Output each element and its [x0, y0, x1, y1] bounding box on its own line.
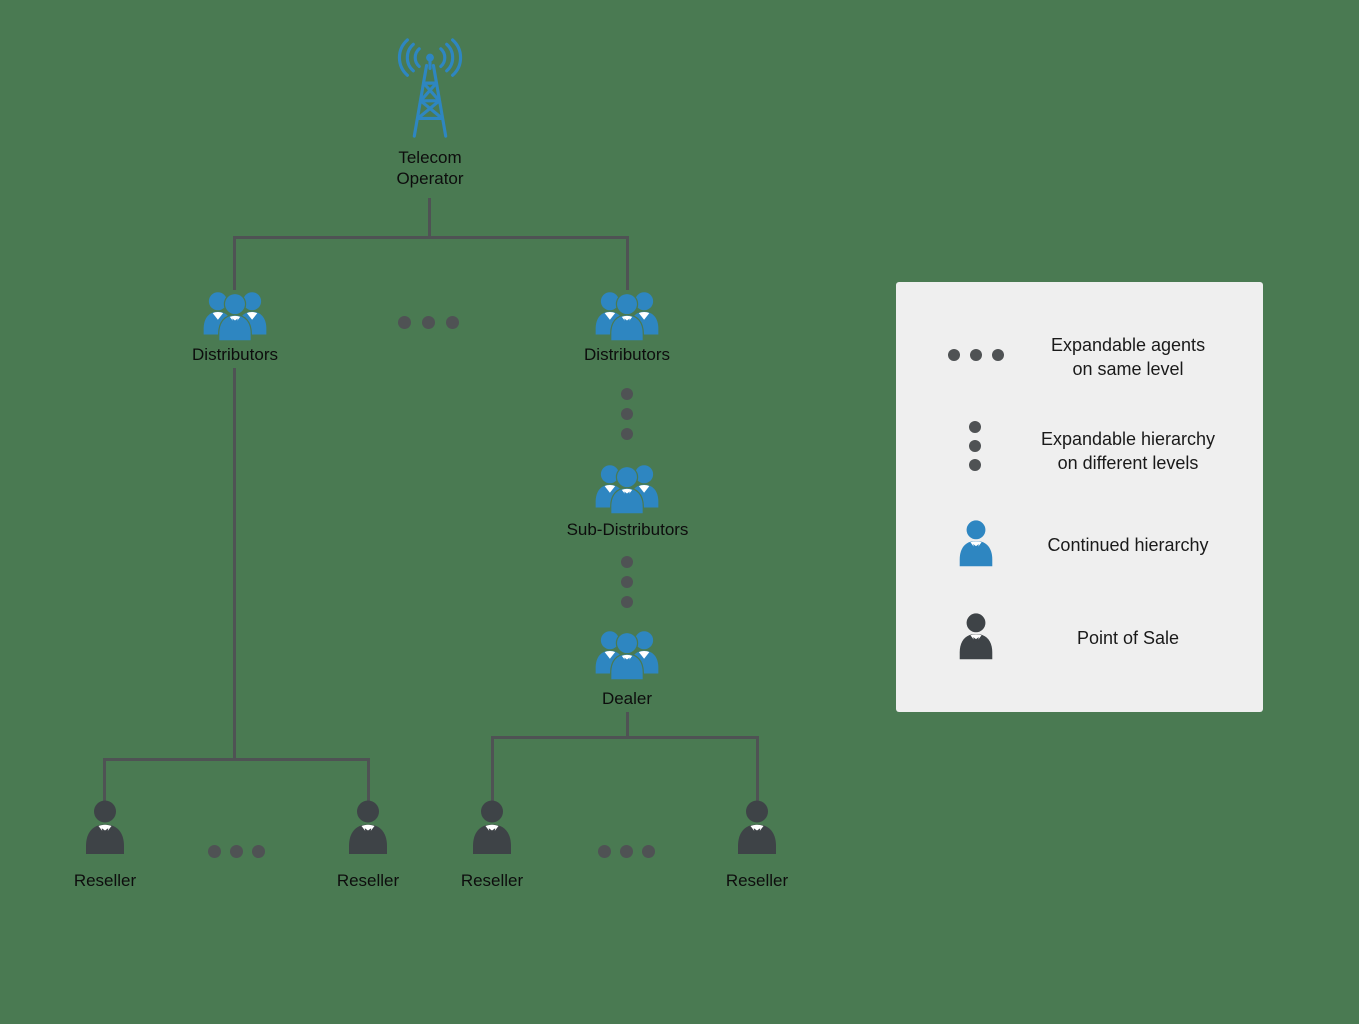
group-people-icon: [587, 460, 667, 517]
reseller-1-label: Reseller: [73, 871, 137, 890]
connector-right-distributor-drop: [626, 236, 629, 290]
connector-dealer-down: [626, 712, 629, 739]
group-people-icon: [587, 626, 667, 683]
person-dark-icon: [728, 798, 786, 858]
sub-distributors-label: Sub-Distributors: [566, 520, 689, 539]
legend-item-continued-hierarchy: Continued hierarchy: [1047, 535, 1209, 555]
connector-reseller4-drop: [756, 736, 759, 802]
ellipsis-horizontal-icon: [948, 349, 1004, 361]
connector-reseller3-drop: [491, 736, 494, 802]
legend-item-expandable-hierarchy: Expandable hierarchy on different levels: [1040, 429, 1216, 473]
ellipsis-vertical-icon: [969, 421, 981, 471]
person-dark-icon: [76, 798, 134, 858]
reseller-2-label: Reseller: [336, 871, 400, 890]
ellipsis-horizontal-icon: [598, 845, 655, 858]
group-people-icon: [195, 287, 275, 344]
distributors-right-label: Distributors: [584, 345, 670, 364]
reseller-3-label: Reseller: [460, 871, 524, 890]
legend-item-point-of-sale: Point of Sale: [1076, 628, 1180, 648]
ellipsis-horizontal-icon: [208, 845, 265, 858]
connector-top-horizontal: [233, 236, 629, 239]
ellipsis-vertical-icon: [621, 388, 633, 440]
person-dark-icon: [463, 798, 521, 858]
telecom-tower-icon: [385, 36, 475, 144]
person-dark-icon: [339, 798, 397, 858]
ellipsis-horizontal-icon: [398, 316, 459, 329]
ellipsis-vertical-icon: [621, 556, 633, 608]
connector-left-distributor-drop: [233, 236, 236, 290]
connector-operator-down: [428, 198, 431, 238]
dealer-label: Dealer: [601, 689, 653, 708]
legend-panel: Expandable agents on same level Expandab…: [896, 282, 1263, 712]
person-blue-icon: [952, 518, 1000, 570]
telecom-operator-label: Telecom Operator: [396, 148, 464, 188]
connector-reseller1-drop: [103, 758, 106, 802]
legend-item-expandable-agents: Expandable agents on same level: [1050, 335, 1206, 379]
connector-reseller2-drop: [367, 758, 370, 802]
reseller-4-label: Reseller: [725, 871, 789, 890]
group-people-icon: [587, 287, 667, 344]
distributors-left-label: Distributors: [192, 345, 278, 364]
connector-right-horizontal: [491, 736, 759, 739]
person-dark-icon: [952, 611, 1000, 663]
connector-left-branch-vertical: [233, 368, 236, 760]
connector-left-horizontal: [103, 758, 370, 761]
